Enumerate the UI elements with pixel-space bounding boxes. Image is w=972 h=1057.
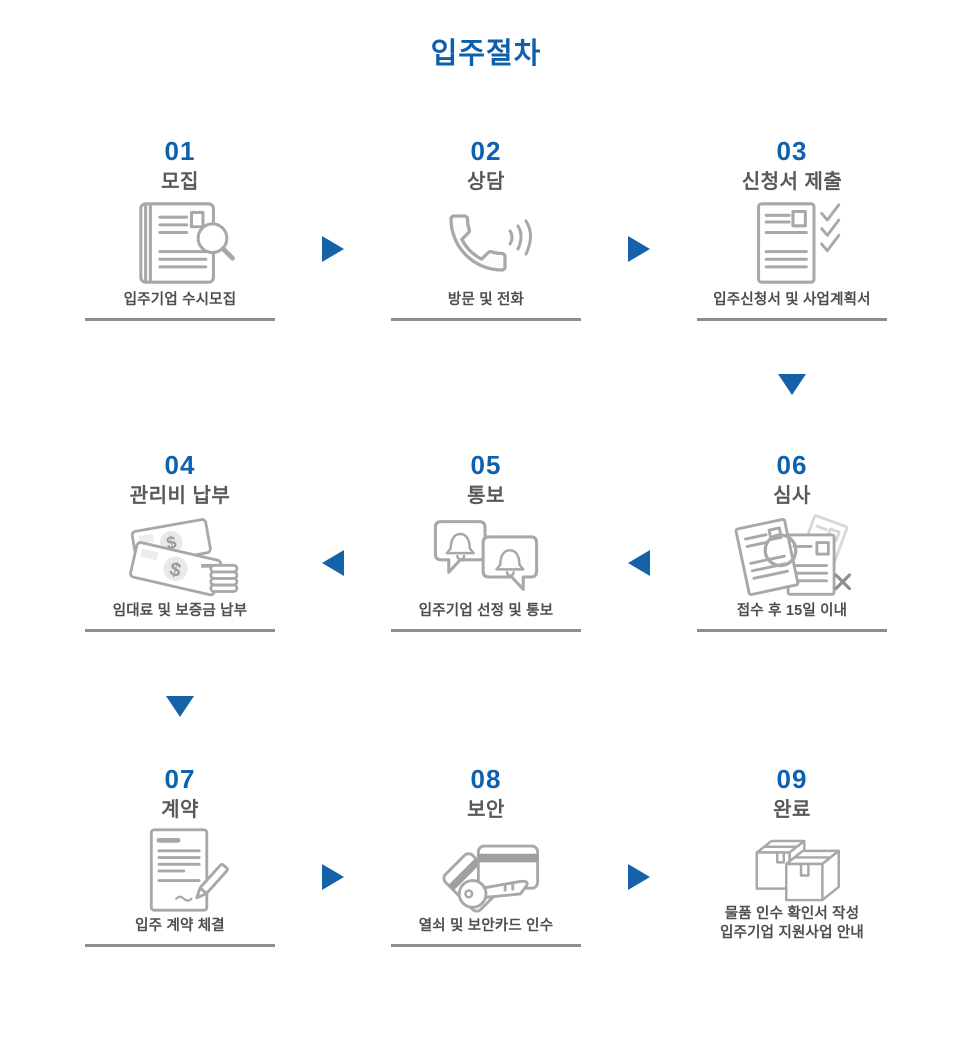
book-magnifier-icon (85, 195, 275, 291)
step-03-application: 03 신청서 제출 입주신청서 및 사업계획서 (697, 137, 887, 321)
step-08-security: 08 보안 열쇠 및 보안카드 인수 (391, 765, 581, 947)
step-07-contract: 07 계약 입주 계약 체결 (85, 765, 275, 947)
step-title: 통보 (467, 485, 505, 507)
step-number: 05 (470, 450, 502, 480)
step-underline (391, 944, 581, 947)
arrow-left-06-05 (628, 550, 650, 576)
step-number: 02 (470, 136, 502, 166)
step-title: 신청서 제출 (741, 171, 843, 193)
step-underline (697, 318, 887, 321)
contract-pen-icon (85, 823, 275, 917)
step-04-fee-payment: 04 관리비 납부 $ $ (85, 451, 275, 632)
step-number: 07 (164, 764, 196, 794)
step-title: 완료 (773, 799, 811, 821)
step-caption: 입주 계약 체결 (135, 918, 225, 934)
page-title: 입주절차 (430, 38, 542, 70)
step-number: 08 (470, 764, 502, 794)
step-caption: 방문 및 전화 (447, 292, 525, 308)
step-number: 04 (164, 450, 196, 480)
arrow-right-08-09 (628, 864, 650, 890)
step-underline (391, 318, 581, 321)
svg-text:$: $ (167, 558, 183, 582)
flow-gutter (697, 321, 887, 451)
notification-bubbles-icon (391, 509, 581, 602)
step-number: 06 (776, 450, 808, 480)
step-underline (697, 629, 887, 632)
flow-gutter (581, 137, 697, 321)
flow-gutter (275, 451, 391, 632)
step-09-complete: 09 완료 물품 인수 확인서 작성 입주기 (697, 765, 887, 947)
boxes-icon (697, 823, 887, 905)
step-caption: 임대료 및 보증금 납부 (112, 603, 248, 619)
step-title: 심사 (773, 485, 811, 507)
step-underline (85, 629, 275, 632)
flow-gutter (581, 765, 697, 947)
step-01-recruitment: 01 모집 입주기업 수시모집 (85, 137, 275, 321)
step-number: 03 (776, 136, 808, 166)
step-title: 모집 (161, 171, 199, 193)
flow-gutter (581, 451, 697, 632)
key-and-card-icon (391, 823, 581, 917)
step-title: 관리비 납부 (129, 485, 231, 507)
process-flow-diagram: 01 모집 입주기업 수시모집 02 상담 (85, 137, 887, 947)
step-caption: 접수 후 15일 이내 (736, 603, 848, 619)
arrow-down-03-06 (778, 374, 806, 395)
money-bills-coins-icon: $ $ (85, 509, 275, 602)
step-underline (85, 318, 275, 321)
arrow-right-02-03 (628, 236, 650, 262)
step-underline (85, 944, 275, 947)
flow-gutter (275, 137, 391, 321)
arrow-right-07-08 (322, 864, 344, 890)
step-caption: 물품 인수 확인서 작성 입주기업 지원사업 안내 (720, 906, 864, 941)
step-caption: 입주기업 수시모집 (123, 292, 237, 308)
step-underline (391, 629, 581, 632)
step-05-notification: 05 통보 입주기업 선정 및 통보 (391, 451, 581, 632)
step-06-review: 06 심사 (697, 451, 887, 632)
step-caption: 입주신청서 및 사업계획서 (713, 292, 871, 308)
phone-icon (391, 195, 581, 291)
step-number: 09 (776, 764, 808, 794)
document-checklist-icon (697, 195, 887, 291)
step-02-consultation: 02 상담 방문 및 전화 (391, 137, 581, 321)
flow-gutter (275, 765, 391, 947)
flow-gutter (85, 632, 275, 765)
step-title: 상담 (467, 171, 505, 193)
step-caption: 입주기업 선정 및 통보 (418, 603, 554, 619)
arrow-right-01-02 (322, 236, 344, 262)
review-documents-icon (697, 509, 887, 602)
step-number: 01 (164, 136, 196, 166)
step-title: 계약 (161, 799, 199, 821)
step-caption: 열쇠 및 보안카드 인수 (418, 918, 554, 934)
step-title: 보안 (467, 799, 505, 821)
arrow-left-05-04 (322, 550, 344, 576)
arrow-down-04-07 (166, 696, 194, 717)
